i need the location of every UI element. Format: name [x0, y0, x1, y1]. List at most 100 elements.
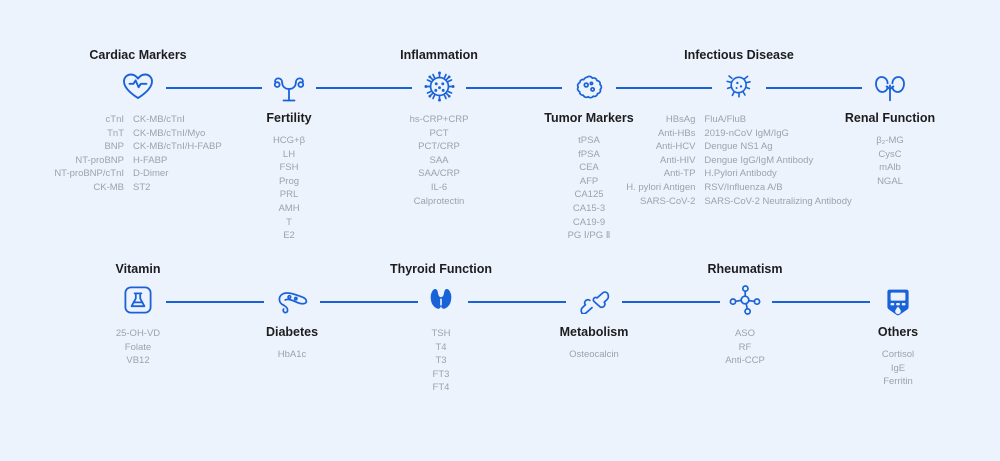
analyte-item: CK-MB/cTnI/H-FABP: [133, 141, 222, 153]
analyte-item: CysC: [878, 148, 902, 160]
analyte-list-rheumatism: ASO RF Anti-CCP: [625, 327, 865, 368]
analyte-item: NT-proBNP/cTnI: [54, 168, 124, 180]
flask-square-icon: [18, 282, 258, 318]
node-title-tumor-markers: Tumor Markers: [544, 111, 634, 125]
analyte-item: mAlb: [879, 162, 901, 174]
node-diabetes[interactable]: Diabetes HbA1c: [172, 284, 412, 362]
node-inflammation[interactable]: Inflammation: [319, 48, 559, 208]
analyte-item: SAA/CRP: [418, 168, 460, 180]
node-title-inflammation: Inflammation: [400, 48, 478, 62]
connector-rheumatism-others: [772, 301, 870, 303]
analyte-item: Dengue NS1 Ag: [704, 141, 773, 153]
connector-cardiac-fertility: [166, 87, 262, 89]
virus-icon: [319, 68, 559, 104]
bone-icon: [474, 284, 714, 320]
analyte-item: D-Dimer: [133, 168, 169, 180]
connector-fertility-inflammation: [316, 87, 412, 89]
pancreas-icon: [172, 284, 412, 320]
analyte-item: Anti-TP: [663, 168, 696, 180]
analyte-item: NGAL: [877, 175, 903, 187]
analyte-item: Folate: [124, 341, 152, 353]
analyte-item: Anti-HIV: [660, 154, 696, 166]
molecule-icon: [625, 282, 865, 318]
analyte-item: CK-MB: [93, 181, 124, 193]
analyte-item: BNP: [104, 141, 124, 153]
analyte-item: RF: [738, 341, 752, 353]
analyte-item: H.Pylori Antibody: [704, 168, 777, 180]
analyte-item: PCT: [429, 127, 449, 139]
connector-thyroid-metabolism: [468, 301, 566, 303]
node-title-fertility: Fertility: [266, 111, 312, 125]
node-title-thyroid-function: Thyroid Function: [389, 262, 493, 276]
analyte-item: IgE: [890, 362, 906, 374]
connector-vitamin-diabetes: [166, 301, 264, 303]
analyte-item: cTnI: [105, 114, 124, 125]
node-title-renal-function: Renal Function: [844, 111, 936, 125]
analyte-list-diabetes: HbA1c: [172, 348, 412, 362]
uterus-icon: [169, 70, 409, 106]
node-title-metabolism: Metabolism: [559, 325, 629, 339]
analyte-item: Ferritin: [883, 376, 913, 388]
analyte-item: CA19-9: [572, 216, 606, 228]
analyte-item: E2: [283, 230, 295, 242]
heart-pulse-icon: [18, 68, 258, 104]
analyte-item: CEA: [579, 162, 599, 174]
analyte-item: IL-6: [430, 181, 448, 193]
connector-metabolism-rheumatism: [622, 301, 720, 303]
analyte-item: T3: [435, 355, 447, 367]
analyte-item: T4: [435, 341, 447, 353]
analyte-item: SAA: [429, 154, 449, 166]
glucometer-icon: [778, 284, 1000, 320]
node-title-infectious-disease: Infectious Disease: [684, 48, 794, 62]
connector-infectious-renal: [766, 87, 862, 89]
analyte-item: VB12: [126, 355, 150, 367]
analyte-item: Anti-CCP: [725, 355, 765, 367]
tumor-cell-icon: [469, 70, 709, 106]
analyte-item: Calprotectin: [413, 195, 465, 207]
analyte-item: β₂-MG: [876, 135, 904, 146]
node-metabolism[interactable]: Metabolism Osteocalcin: [474, 284, 714, 362]
node-title-cardiac-markers: Cardiac Markers: [89, 48, 187, 62]
analyte-item: FT3: [432, 368, 450, 380]
node-title-others: Others: [877, 325, 919, 339]
analyte-item: FluA/FluB: [704, 114, 747, 125]
node-title-diabetes: Diabetes: [265, 325, 319, 339]
analyte-item: TnT: [107, 127, 124, 139]
analyte-item: HCG+β: [272, 135, 306, 146]
analyte-list-metabolism: Osteocalcin: [474, 348, 714, 362]
analyte-item: T: [286, 216, 292, 228]
analyte-item: CK-MB/cTnI: [133, 114, 185, 125]
analyte-item: Anti-HBs: [657, 127, 696, 139]
bacteria-icon: [579, 68, 899, 104]
analyte-item: Dengue IgG/IgM Antibody: [704, 154, 814, 166]
analyte-item: Osteocalcin: [569, 349, 619, 360]
analyte-item: 2019-nCoV IgM/IgG: [704, 127, 789, 139]
analyte-item: H. pylori Antigen: [626, 181, 696, 193]
analyte-item: Anti-HCV: [655, 141, 696, 153]
analyte-item: HBsAg: [665, 114, 696, 125]
analyte-item: ASO: [734, 328, 756, 339]
analyte-item: CA125: [574, 189, 604, 201]
analyte-item: LH: [282, 148, 296, 160]
kidneys-icon: [770, 70, 1000, 106]
connector-tumor-infectious: [616, 87, 712, 89]
thyroid-icon: [321, 282, 561, 318]
